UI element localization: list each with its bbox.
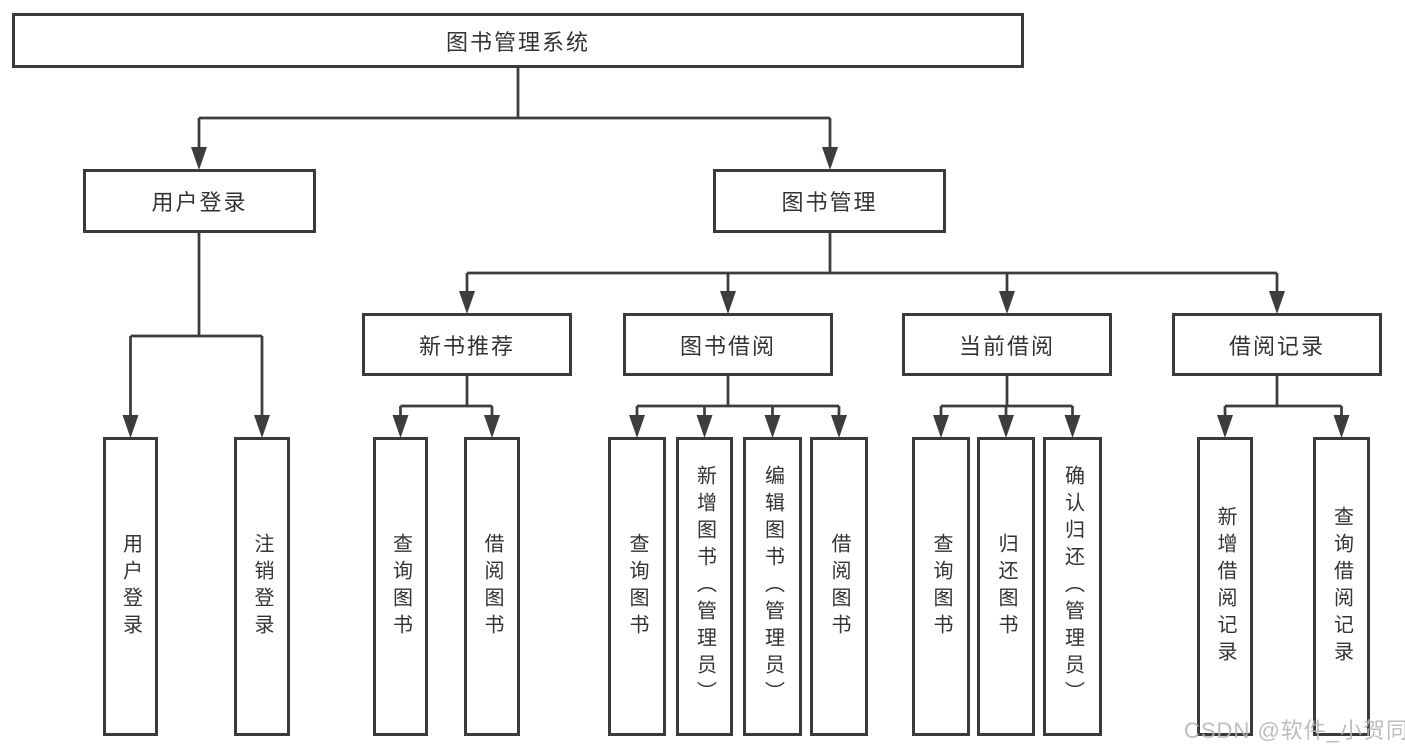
- leaf-borrow-query-book: 查询图书: [608, 437, 666, 736]
- leaf-user-login: 用户登录: [103, 437, 158, 736]
- leaf-current-query-book: 查询图书: [912, 437, 970, 736]
- node-book-management: 图书管理: [713, 169, 946, 233]
- leaf-borrow-add-book-admin: 新增图书（管理员）: [676, 437, 733, 736]
- leaf-rec-query-book: 查询图书: [373, 437, 428, 736]
- connector-newbookrec-to-leaves: [399, 376, 494, 417]
- connector-root-to-level2: [197, 68, 832, 149]
- node-user-login: 用户登录: [83, 169, 316, 233]
- connector-bookmgmt-to-level3: [465, 233, 1279, 293]
- leaf-records-query-record: 查询借阅记录: [1313, 437, 1370, 736]
- node-borrow-records: 借阅记录: [1172, 313, 1382, 376]
- connector-borrowrecords-to-leaves: [1223, 376, 1343, 417]
- leaf-records-add-record: 新增借阅记录: [1197, 437, 1253, 736]
- leaf-logout: 注销登录: [234, 437, 290, 736]
- watermark: CSDN @软件_小贺同学: [1184, 718, 1405, 743]
- connector-bookborrow-to-leaves: [635, 376, 841, 417]
- node-current-borrow: 当前借阅: [902, 313, 1112, 376]
- leaf-rec-borrow-book: 借阅图书: [464, 437, 520, 736]
- node-book-borrow: 图书借阅: [623, 313, 833, 376]
- connector-currentborrow-to-leaves: [939, 376, 1074, 417]
- node-root: 图书管理系统: [12, 13, 1024, 68]
- leaf-current-return-book: 归还图书: [977, 437, 1035, 736]
- connector-userlogin-to-leaves: [129, 233, 264, 417]
- leaf-borrow-borrow-book: 借阅图书: [810, 437, 868, 736]
- leaf-current-confirm-return-admin: 确认归还（管理员）: [1043, 437, 1102, 736]
- leaf-borrow-edit-book-admin: 编辑图书（管理员）: [743, 437, 802, 736]
- arrowheads: [122, 147, 1350, 438]
- node-new-book-recommend: 新书推荐: [362, 313, 572, 376]
